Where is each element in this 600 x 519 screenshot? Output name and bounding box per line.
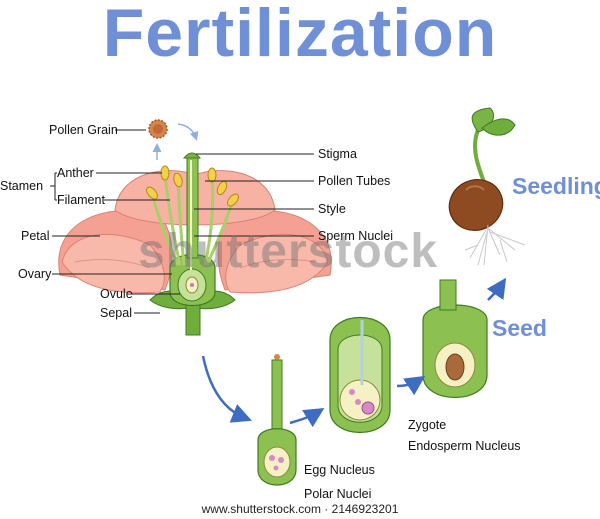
- label-stigma: Stigma: [318, 147, 357, 161]
- label-petal: Petal: [21, 229, 50, 243]
- label-seedling: Seedling: [512, 173, 600, 199]
- label-filament: Filament: [57, 193, 105, 207]
- label-ovary: Ovary: [18, 267, 52, 281]
- label-anther: Anther: [57, 166, 94, 180]
- ovule-stage-zygote: [422, 279, 488, 399]
- label-stamen: Stamen: [0, 179, 44, 193]
- ovule-stage-fertilization: [329, 317, 391, 433]
- label-egg-nucleus: Egg Nucleus: [304, 463, 375, 477]
- label-seed: Seed: [492, 315, 547, 341]
- ovule-stage-egg: [257, 354, 297, 486]
- label-zygote: Zygote: [408, 418, 447, 432]
- label-ovule: Ovule: [100, 287, 133, 301]
- page-title: Fertilization: [102, 0, 498, 71]
- label-sperm-nuclei: Sperm Nuclei: [318, 229, 394, 243]
- pollen-grain-icon: [148, 119, 168, 139]
- label-endosperm-nucleus: Endosperm Nucleus: [408, 439, 521, 453]
- label-sepal: Sepal: [100, 306, 132, 320]
- label-style: Style: [318, 202, 346, 216]
- flower-illustration: [58, 152, 332, 336]
- label-pollen-grain: Pollen Grain: [49, 123, 118, 137]
- label-pollen-tubes: Pollen Tubes: [318, 174, 391, 188]
- footer-credit: www.shutterstock.com · 2146923201: [201, 502, 399, 516]
- watermark: shutterstock: [138, 225, 439, 278]
- flow-arrows: [201, 277, 507, 428]
- seedling-illustration: [448, 107, 526, 266]
- label-polar-nuclei: Polar Nuclei: [304, 487, 372, 501]
- leader-lines: [50, 129, 314, 314]
